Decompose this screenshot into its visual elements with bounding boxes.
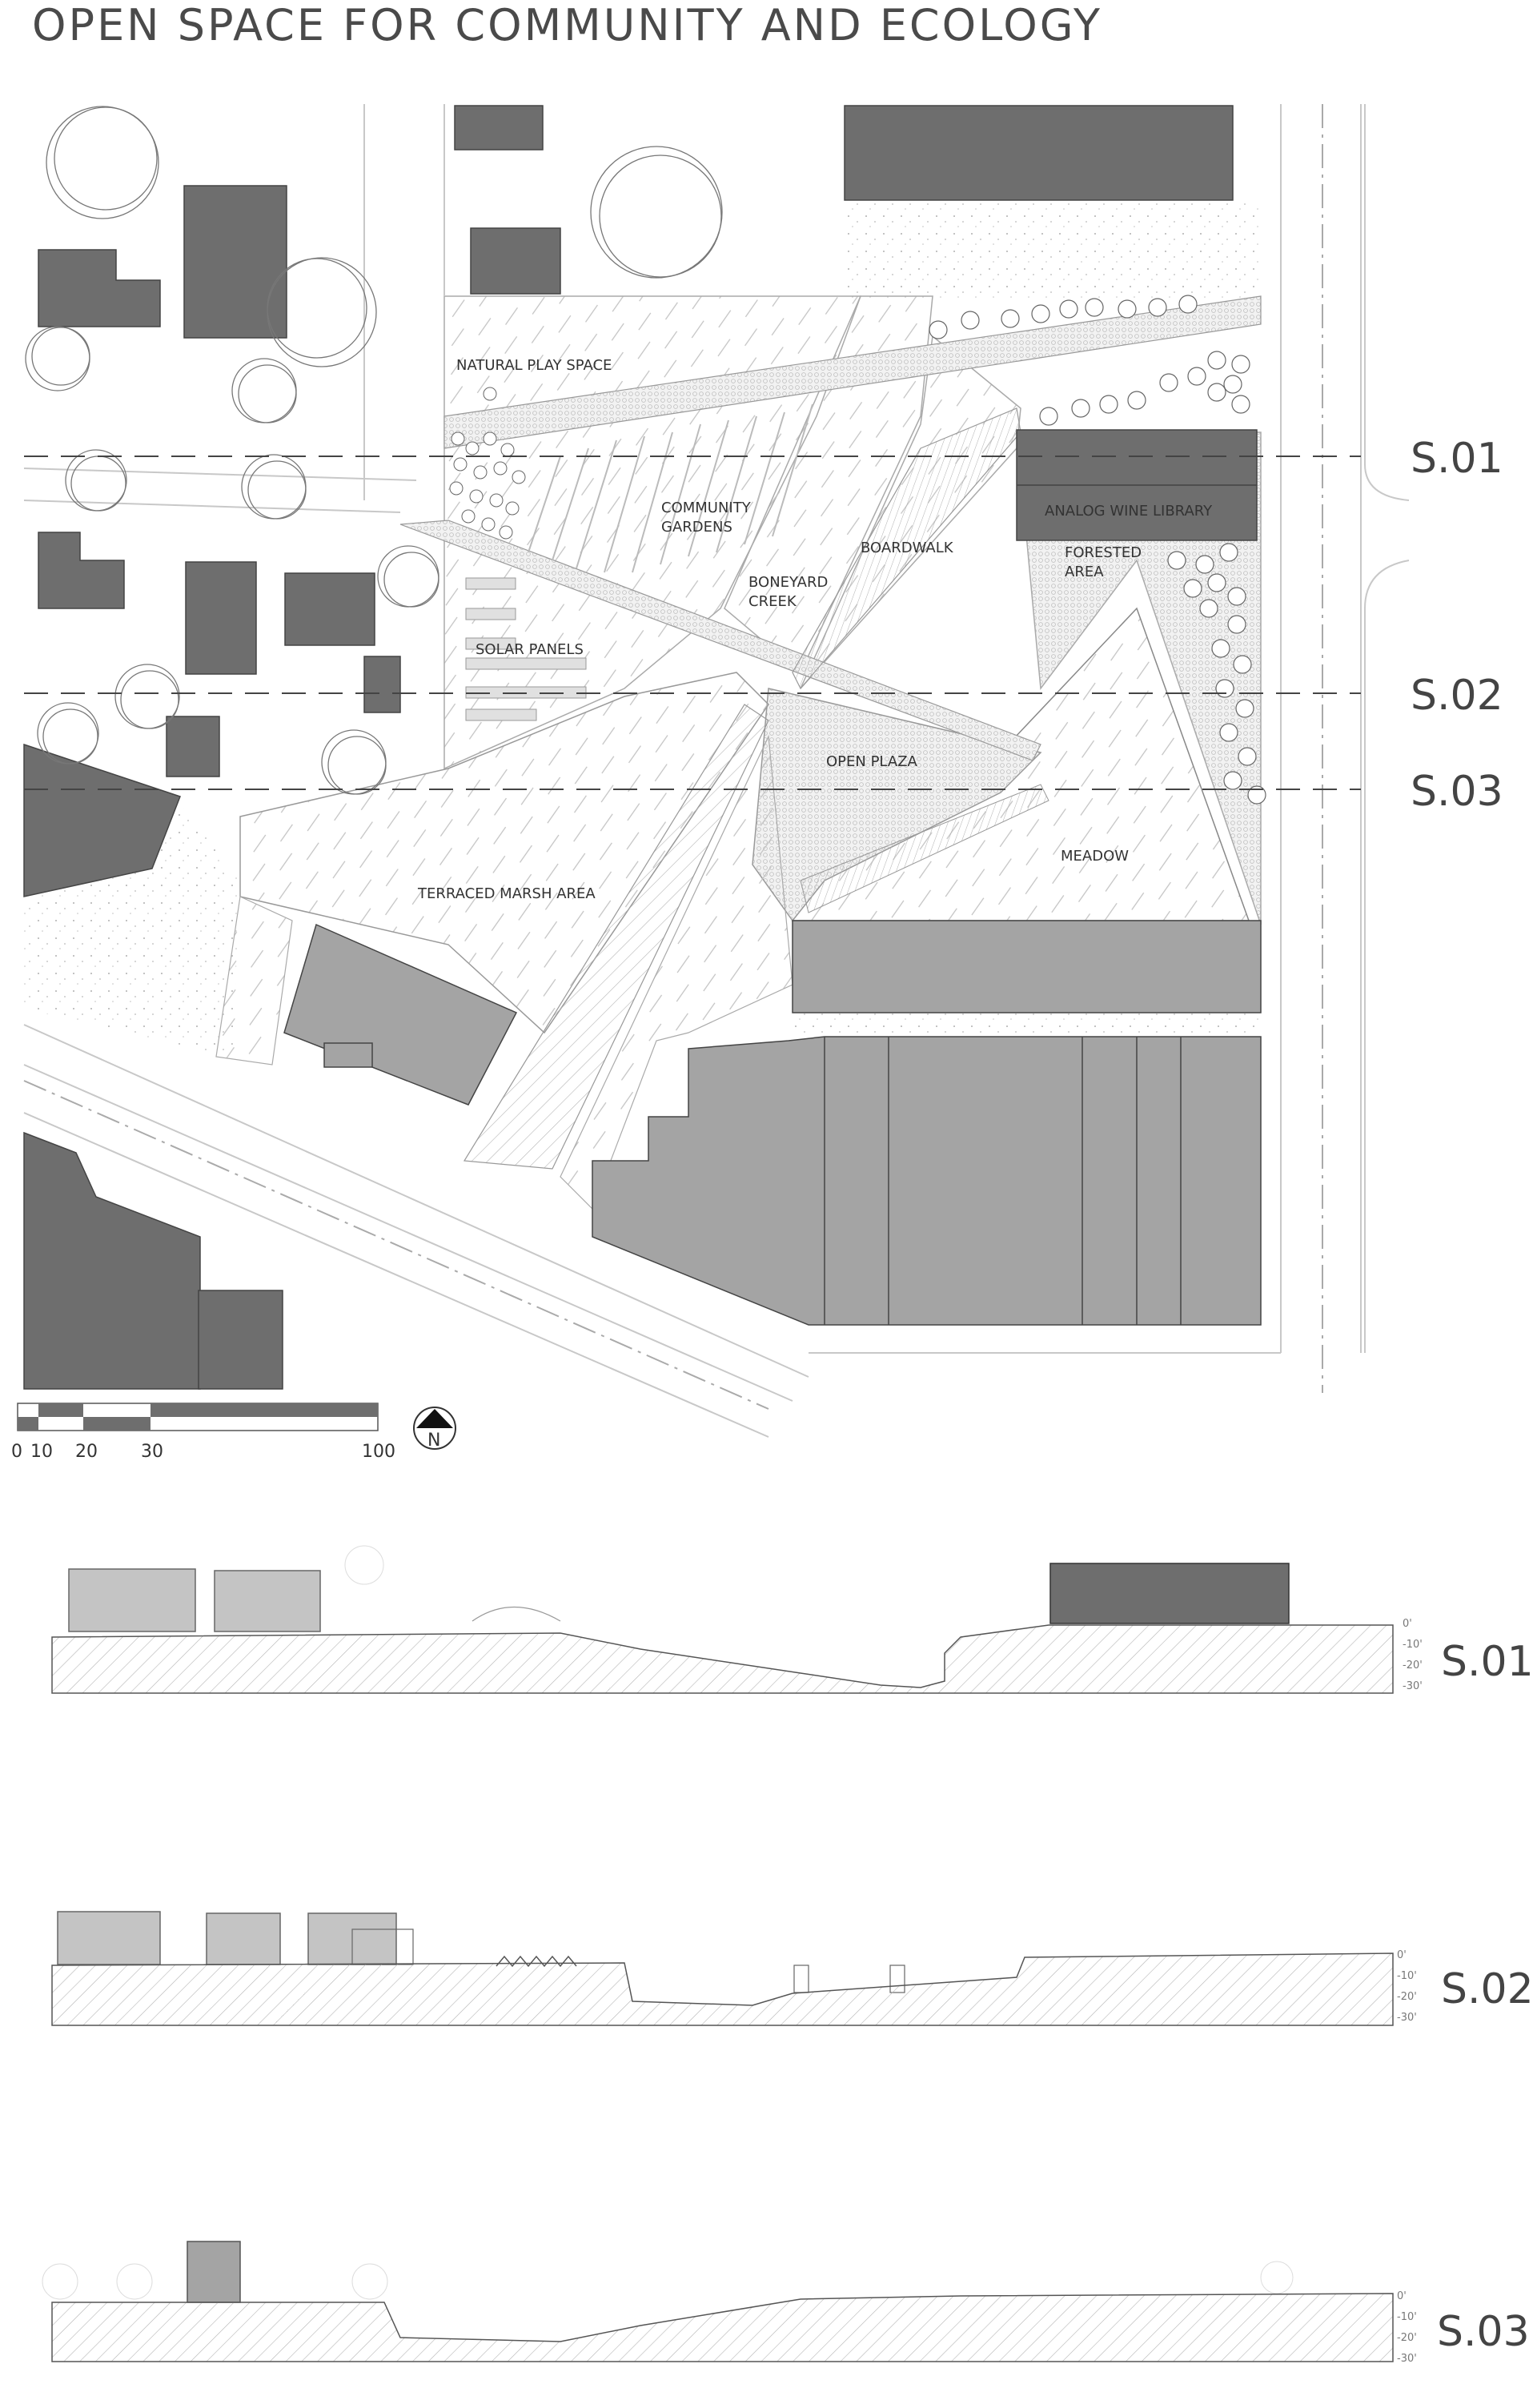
s03-elev-0: 0'	[1397, 2290, 1407, 2302]
scale-label-20: 20	[75, 1442, 98, 1462]
s01-elev-20: -20'	[1403, 1660, 1423, 1672]
section-tag-s02: S.02	[1441, 1965, 1534, 2013]
label-plaza: OPEN PLAZA	[826, 753, 918, 770]
label-marsh: TERRACED MARSH AREA	[417, 885, 596, 902]
section-s02: S.02 0' -10' -20' -30'	[51, 1911, 1534, 2026]
road-centerline-diagonal	[23, 1080, 769, 1410]
marsh-zone	[239, 672, 769, 1034]
page-title: OPEN SPACE FOR COMMUNITY AND ECOLOGY	[32, 0, 1102, 50]
creek-zone	[724, 295, 933, 674]
s02-elev-10: -10'	[1397, 1970, 1417, 1982]
dotted-ground-south	[793, 1009, 1261, 1033]
label-wine-library: ANALOG WINE LIBRARY	[1045, 503, 1213, 520]
dotted-ground-north	[845, 200, 1261, 300]
label-boardwalk: BOARDWALK	[861, 540, 954, 556]
section-s01: S.01 0' -10' -20' -30'	[51, 1545, 1534, 1694]
plaza-ramp	[800, 784, 1049, 913]
s01-elev-0: 0'	[1403, 1618, 1412, 1630]
scale-label-10: 10	[30, 1442, 53, 1462]
s01-elev-10: -10'	[1403, 1639, 1423, 1651]
plan-tag-s03: S.03	[1411, 768, 1503, 816]
plan-tag-s01: S.01	[1411, 435, 1503, 483]
label-meadow: MEADOW	[1061, 848, 1129, 865]
plan-tag-s02: S.02	[1411, 672, 1503, 720]
site-plan: NATURAL PLAY SPACE COMMUNITY GARDENS BOA…	[23, 104, 1503, 1438]
section-tag-s01: S.01	[1441, 1638, 1534, 1686]
scale-label-0: 0	[11, 1442, 22, 1462]
label-natural-play: NATURAL PLAY SPACE	[456, 357, 612, 374]
tree-canopies	[25, 106, 723, 795]
s03-elev-10: -10'	[1397, 2311, 1417, 2323]
north-arrow-icon: N	[413, 1407, 456, 1451]
garden-rows	[528, 403, 813, 573]
s01-elev-30: -30'	[1403, 1680, 1423, 1692]
s03-elev-30: -30'	[1397, 2353, 1417, 2365]
solar-panels	[465, 577, 587, 721]
marsh-strip	[215, 896, 293, 1066]
section-cut-lines	[24, 456, 1361, 790]
label-forested-2: AREA	[1065, 564, 1104, 580]
south-spine	[463, 704, 769, 1170]
s03-elev-20: -20'	[1397, 2332, 1417, 2344]
s02-elev-30: -30'	[1397, 2012, 1417, 2024]
s02-elev-20: -20'	[1397, 1991, 1417, 2003]
s02-elev-0: 0'	[1397, 1949, 1407, 1961]
label-community-gardens-2: GARDENS	[661, 519, 732, 536]
play-shrubs	[449, 387, 526, 540]
north-label: N	[427, 1431, 440, 1451]
label-forested-1: FORESTED	[1065, 544, 1142, 561]
label-community-gardens-1: COMMUNITY	[661, 500, 752, 516]
section-s03: S.03 0' -10' -20' -30'	[42, 2241, 1530, 2365]
main-path	[443, 295, 1262, 449]
s02-ground	[51, 1952, 1394, 2026]
small-trees	[929, 295, 1266, 805]
label-boneyard-2: CREEK	[748, 593, 797, 610]
boardwalk-path	[792, 407, 1021, 690]
s03-ground	[51, 2293, 1394, 2362]
scale-bar: 0 10 20 30 100	[11, 1403, 395, 1462]
label-boneyard-1: BONEYARD	[748, 574, 828, 591]
diagonal-path	[399, 520, 1041, 761]
building-divisions	[824, 484, 1257, 1325]
label-solar: SOLAR PANELS	[476, 641, 584, 658]
s01-ground	[51, 1624, 1394, 1694]
section-tag-s03: S.03	[1437, 2308, 1530, 2356]
roads	[23, 104, 1410, 1438]
scale-label-30: 30	[141, 1442, 163, 1462]
buildings-mid	[283, 920, 1262, 1326]
scale-label-100: 100	[362, 1442, 395, 1462]
